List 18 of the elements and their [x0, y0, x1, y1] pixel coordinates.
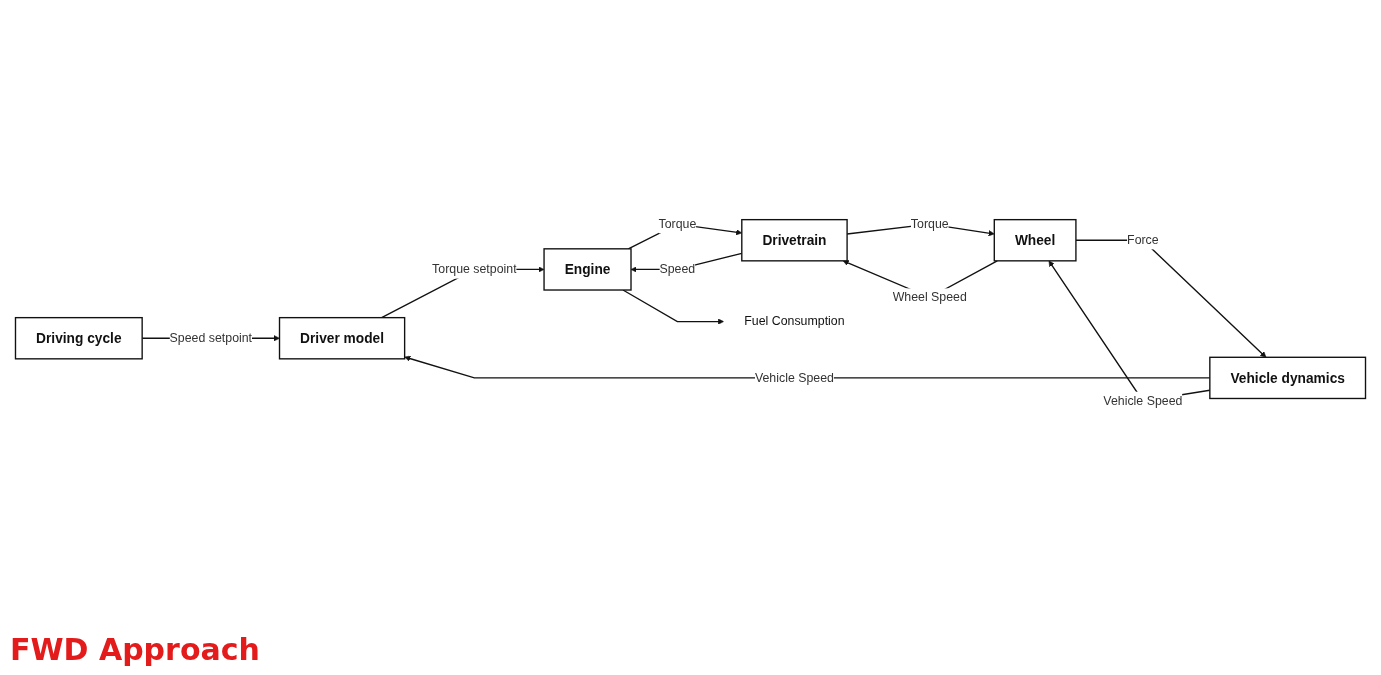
node-box: Drivetrain	[741, 218, 848, 262]
node-box: Vehicle dynamics	[1209, 356, 1367, 400]
node-text: Fuel Consumption	[744, 314, 845, 329]
edge-label: Torque setpoint	[432, 262, 517, 276]
edge-label: Wheel Speed	[892, 290, 967, 305]
edge-label: Vehicle Speed	[1103, 393, 1183, 408]
edge-label: Force	[1127, 233, 1159, 247]
edge-label: Vehicle Speed	[754, 370, 834, 385]
edge-label: Speed setpoint	[169, 331, 253, 345]
edge-label: Torque	[910, 216, 949, 231]
node-box: Engine	[543, 248, 632, 291]
caption: FWD Approach	[10, 632, 260, 667]
node-box: Driving cycle	[14, 316, 143, 360]
edge-label: Speed	[659, 262, 696, 276]
node-box: Wheel	[993, 218, 1077, 262]
node-box: Driver model	[278, 316, 406, 360]
edge-label: Torque	[658, 216, 697, 231]
arrow	[622, 289, 724, 325]
